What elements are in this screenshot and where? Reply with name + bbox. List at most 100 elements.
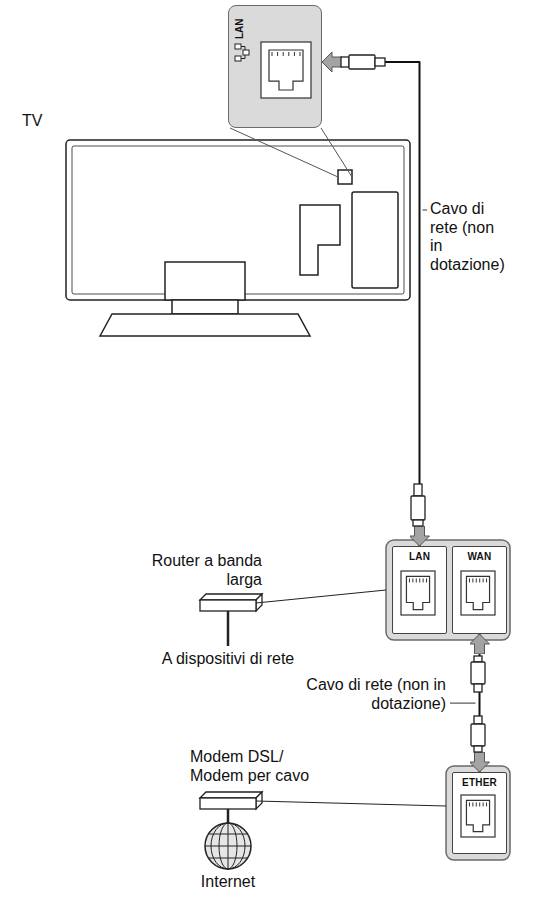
tv-rear-view: [338, 170, 352, 184]
port-symbol: [466, 800, 489, 831]
internet-globe: [209, 858, 247, 859]
port-symbol: [409, 578, 410, 582]
cable-label: Cavo di rete (non in dotazione): [430, 200, 510, 274]
modem-ether-port: ETHER: [452, 772, 507, 854]
port-label: WAN: [453, 547, 506, 562]
router-wan-port: WAN: [452, 546, 507, 634]
connection-note: A dispositivi di rete: [128, 650, 328, 669]
internet-globe: [205, 846, 251, 847]
modem-port-panel: [446, 766, 510, 860]
router-icon: [227, 611, 230, 646]
tv-rear-view: [172, 300, 238, 314]
callout-leader: [230, 128, 352, 177]
port-symbol: [469, 802, 470, 806]
port-symbol: [272, 52, 273, 56]
port-symbol: [472, 802, 473, 806]
port-symbol: [235, 44, 249, 61]
modem-port-panel: [446, 766, 510, 860]
network-plug: [411, 496, 425, 520]
internet-globe: [205, 823, 251, 869]
port-symbol: [412, 578, 413, 582]
port-symbol: [401, 571, 435, 615]
network-plug: [471, 662, 485, 684]
internet-globe: [209, 834, 247, 835]
callout-leader: [321, 128, 352, 177]
port-symbol: [406, 576, 429, 609]
port-symbol: [476, 578, 477, 582]
tv-rear-view: [165, 262, 245, 300]
port-symbol: [472, 578, 473, 582]
internet-globe: [205, 823, 251, 869]
modem-icon: [200, 792, 446, 823]
port-symbol: [288, 52, 289, 56]
port-symbol: [479, 578, 480, 582]
port-symbol: [461, 571, 495, 615]
device-name: Router a banda larga: [142, 552, 262, 589]
tv-rear-view: [100, 314, 310, 336]
device-name: Modem DSL/ Modem per cavo: [190, 748, 320, 785]
port-symbol: [466, 576, 489, 609]
modem-icon: [200, 792, 262, 798]
port-symbol: [483, 802, 484, 806]
network-plug: [471, 724, 485, 746]
router-icon: [256, 590, 386, 603]
port-symbol: [476, 802, 477, 806]
router-lan-port: LAN: [392, 546, 447, 634]
network-plug: [474, 684, 482, 692]
port-symbol: [241, 47, 245, 59]
network-plug: [413, 520, 423, 526]
modem-icon: [227, 809, 230, 823]
port-symbol: [483, 578, 484, 582]
port-symbol: [235, 56, 241, 61]
tv-rear-view: [300, 205, 340, 275]
port-symbol: [269, 50, 303, 90]
network-plug: [349, 55, 375, 69]
tv-rear-view: [66, 140, 410, 300]
cable-label: Cavo di rete (non in dotazione): [270, 676, 446, 713]
modem-icon: [200, 798, 256, 809]
callout-leader: [230, 128, 338, 177]
network-plug: [341, 55, 485, 752]
tv-rear-view: [66, 140, 410, 336]
router-port-panel: [386, 540, 510, 640]
port-symbol: [277, 52, 278, 56]
port-symbol: [426, 578, 427, 582]
port-label: LAN: [234, 18, 245, 39]
network-plug: [474, 716, 482, 724]
device-name: TV: [22, 112, 62, 131]
network-plug: [474, 746, 482, 752]
port-symbol: [235, 44, 241, 49]
network-plug: [341, 57, 349, 67]
tv-lan-callout: LAN: [228, 5, 322, 128]
port-symbol: [479, 802, 480, 806]
tv-rear-view: [352, 192, 398, 288]
router-icon: [200, 600, 256, 611]
port-symbol: [486, 802, 487, 806]
port-symbol: [294, 52, 295, 56]
port-symbol: [423, 578, 424, 582]
port-symbol: [416, 578, 417, 582]
port-symbol: [461, 795, 495, 837]
port-symbol: [283, 52, 284, 56]
port-symbol: [419, 578, 420, 582]
network-cable: [322, 62, 420, 546]
network-plug: [375, 58, 385, 66]
modem-icon: [256, 792, 262, 809]
modem-icon: [256, 801, 446, 806]
router-icon: [200, 590, 386, 646]
port-symbol: [243, 50, 249, 55]
port-symbol: [300, 52, 301, 56]
port-symbol: [469, 578, 470, 582]
label-leader: [450, 703, 476, 704]
router-port-panel: [386, 540, 510, 640]
port-symbol: [486, 578, 487, 582]
network-name: Internet: [168, 873, 288, 892]
port-symbol: [261, 42, 311, 98]
router-icon: [200, 594, 262, 600]
network-plug: [414, 484, 422, 496]
network-plug: [474, 656, 482, 662]
label-leader: [423, 210, 428, 211]
